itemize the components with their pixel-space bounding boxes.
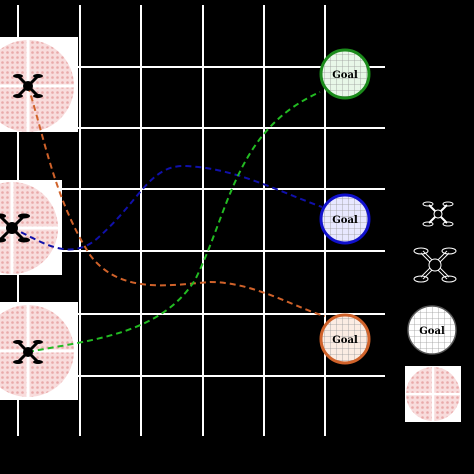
safety-zone-top bbox=[0, 37, 78, 132]
goal-label: Goal bbox=[332, 335, 358, 346]
drone-icon-middle bbox=[0, 213, 30, 243]
goal-marker-orange: Goal bbox=[319, 313, 371, 365]
trajectory-orange bbox=[27, 85, 326, 317]
goal-label: Goal bbox=[332, 215, 358, 226]
goal-label: Goal bbox=[332, 70, 358, 81]
drone-icon-bottom bbox=[13, 340, 43, 364]
legend-drone-outline-large-icon bbox=[413, 247, 457, 283]
legend-safety-zone bbox=[405, 366, 461, 422]
trajectory-blue bbox=[11, 164, 323, 251]
legend-goal-marker: Goal bbox=[407, 305, 457, 355]
safety-zone-bottom bbox=[0, 302, 78, 400]
legend-goal-label: Goal bbox=[419, 326, 445, 337]
trajectory-green bbox=[27, 91, 321, 353]
legend-drone-outline-icon bbox=[422, 201, 454, 227]
drone-icon-top bbox=[13, 74, 43, 98]
goal-marker-blue: Goal bbox=[319, 193, 371, 245]
goal-marker-green: Goal bbox=[319, 48, 371, 100]
legend: Goal bbox=[405, 201, 461, 422]
